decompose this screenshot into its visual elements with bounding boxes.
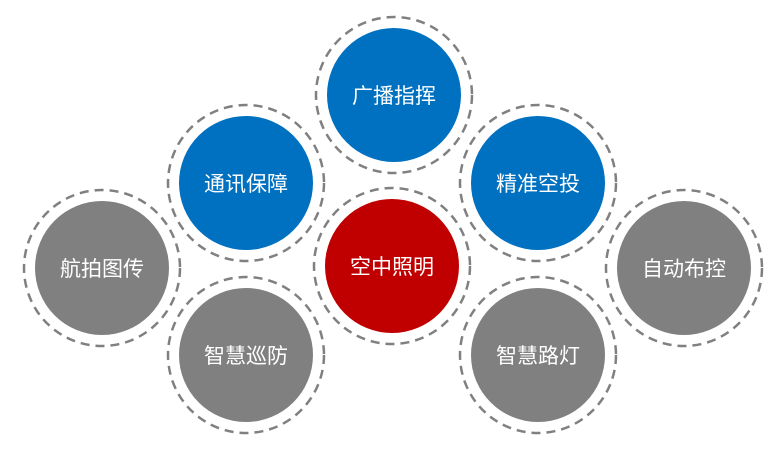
node-circle: [471, 288, 605, 422]
node-5: 自动布控: [604, 188, 764, 348]
node-1: 通讯保障: [166, 103, 326, 263]
node-circle: [35, 201, 169, 335]
dashed-ring: [458, 275, 618, 435]
node-label: 智慧路灯: [496, 344, 580, 368]
node-circle: [617, 201, 751, 335]
dashed-ring: [604, 188, 764, 348]
dashed-ring: [166, 275, 326, 435]
node-6: 智慧巡防: [166, 275, 326, 435]
node-7: 智慧路灯: [458, 275, 618, 435]
node-label: 智慧巡防: [204, 344, 288, 368]
node-label: 广播指挥: [352, 84, 436, 108]
node-label: 航拍图传: [60, 257, 144, 281]
dashed-ring: [458, 103, 618, 263]
node-circle: [325, 199, 459, 333]
node-circle: [179, 116, 313, 250]
node-4: 空中照明: [312, 186, 472, 346]
node-circle: [179, 288, 313, 422]
node-label: 通讯保障: [204, 172, 288, 196]
dashed-ring: [312, 186, 472, 346]
node-3: 航拍图传: [22, 188, 182, 348]
dashed-ring: [166, 103, 326, 263]
node-2: 精准空投: [458, 103, 618, 263]
node-0: 广播指挥: [314, 15, 474, 175]
dashed-ring: [22, 188, 182, 348]
dashed-ring: [314, 15, 474, 175]
node-label: 自动布控: [642, 257, 726, 281]
node-circle: [471, 116, 605, 250]
node-label: 精准空投: [496, 172, 580, 196]
node-label: 空中照明: [350, 255, 434, 279]
node-circle: [327, 28, 461, 162]
